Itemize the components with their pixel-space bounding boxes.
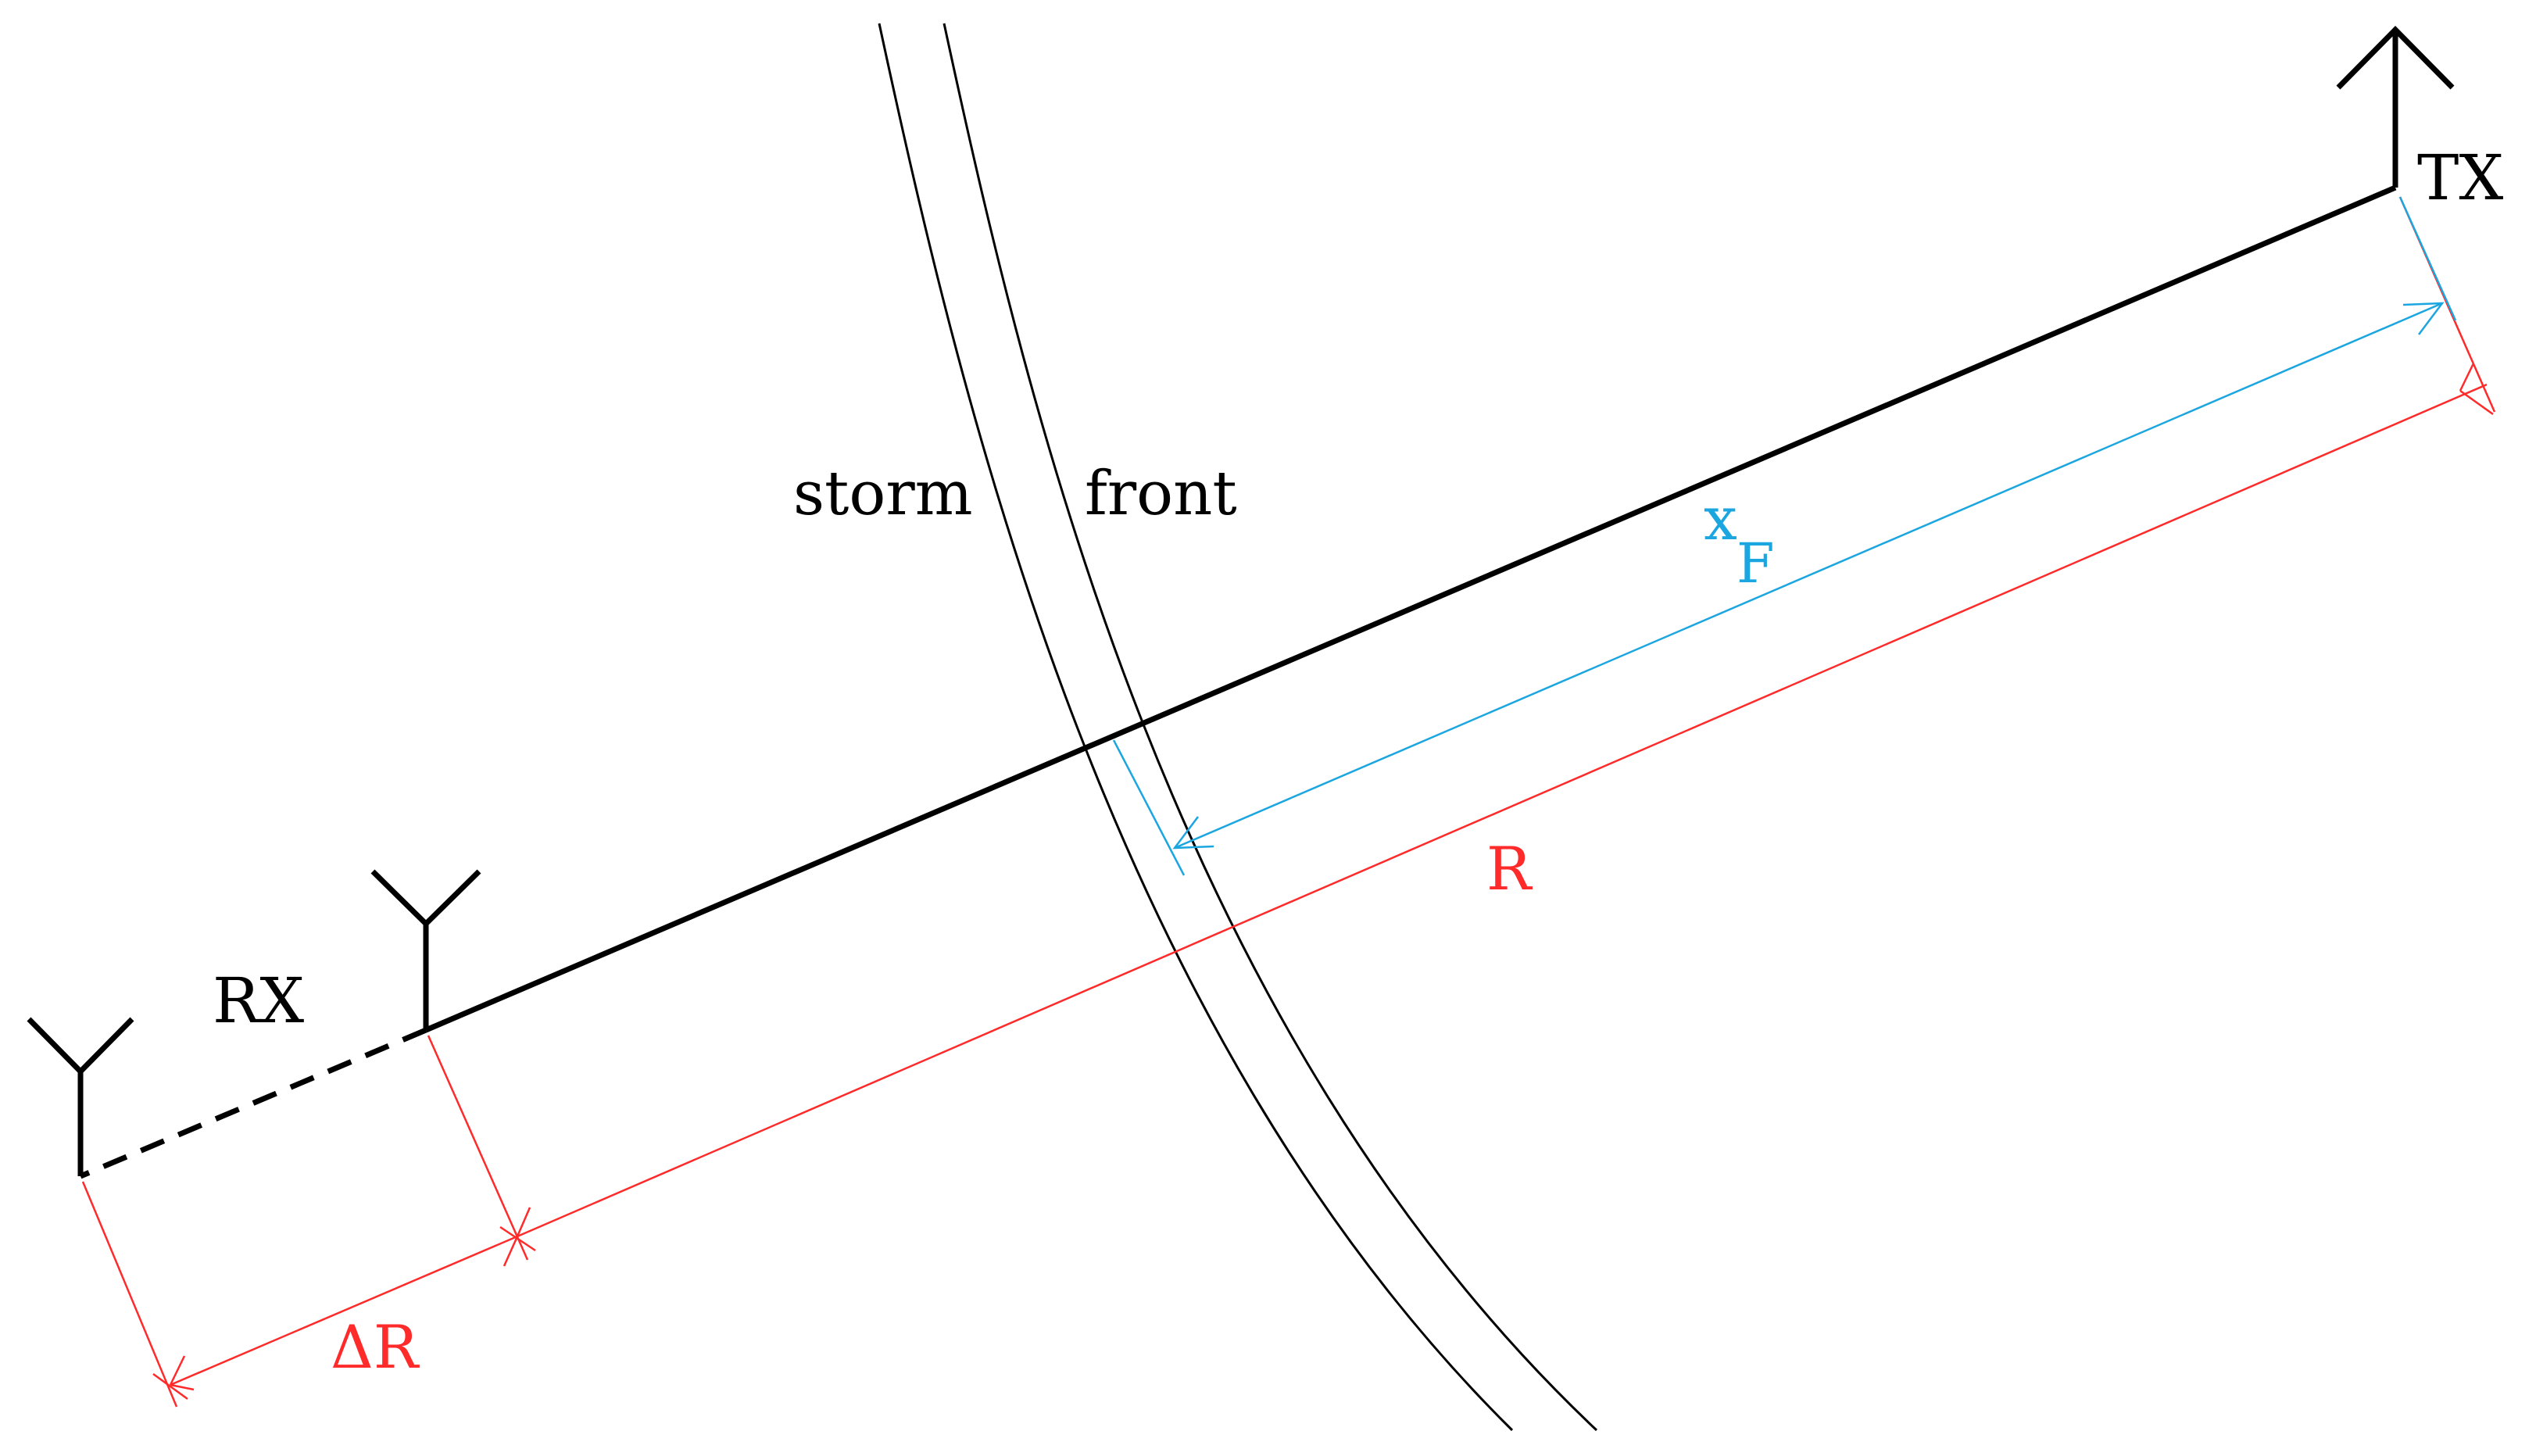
extension-line-rx <box>427 1035 529 1261</box>
extension-line-tx-blue <box>2398 196 2457 321</box>
delta-r-label: ΔR <box>331 1312 420 1382</box>
rx-label: RX <box>213 964 304 1037</box>
red-dimensions <box>81 196 2496 1408</box>
red-tick-marks <box>152 363 2494 1401</box>
extension-line-front <box>1112 739 1186 876</box>
displaced-receiver-antenna-icon <box>27 1017 134 1176</box>
storm-front-curve-right <box>943 23 1598 1432</box>
propagation-path <box>424 184 2397 1033</box>
receiver-antenna-icon <box>370 869 481 1030</box>
r-label: R <box>1486 834 1533 903</box>
front-label: front <box>1085 459 1237 529</box>
transmitter-arrow-icon <box>2336 26 2455 188</box>
storm-label: storm <box>793 459 973 529</box>
storm-front-curves <box>878 23 1598 1432</box>
dimension-line-xf <box>1174 302 2443 850</box>
xf-label-subscript: F <box>1737 531 1775 596</box>
xf-label-main: x <box>1704 484 1737 553</box>
dimension-line-delta-r <box>170 1235 518 1386</box>
extension-line-rx-displaced <box>81 1181 178 1408</box>
xf-label: x F <box>1704 484 1775 596</box>
blue-dimension-xf <box>1112 196 2457 876</box>
storm-front-curve-left <box>878 23 1514 1432</box>
dimension-line-r <box>517 383 2488 1238</box>
blue-arrowheads <box>1172 302 2445 850</box>
displacement-path-dashed <box>79 1027 427 1179</box>
tx-label: TX <box>2417 141 2503 214</box>
